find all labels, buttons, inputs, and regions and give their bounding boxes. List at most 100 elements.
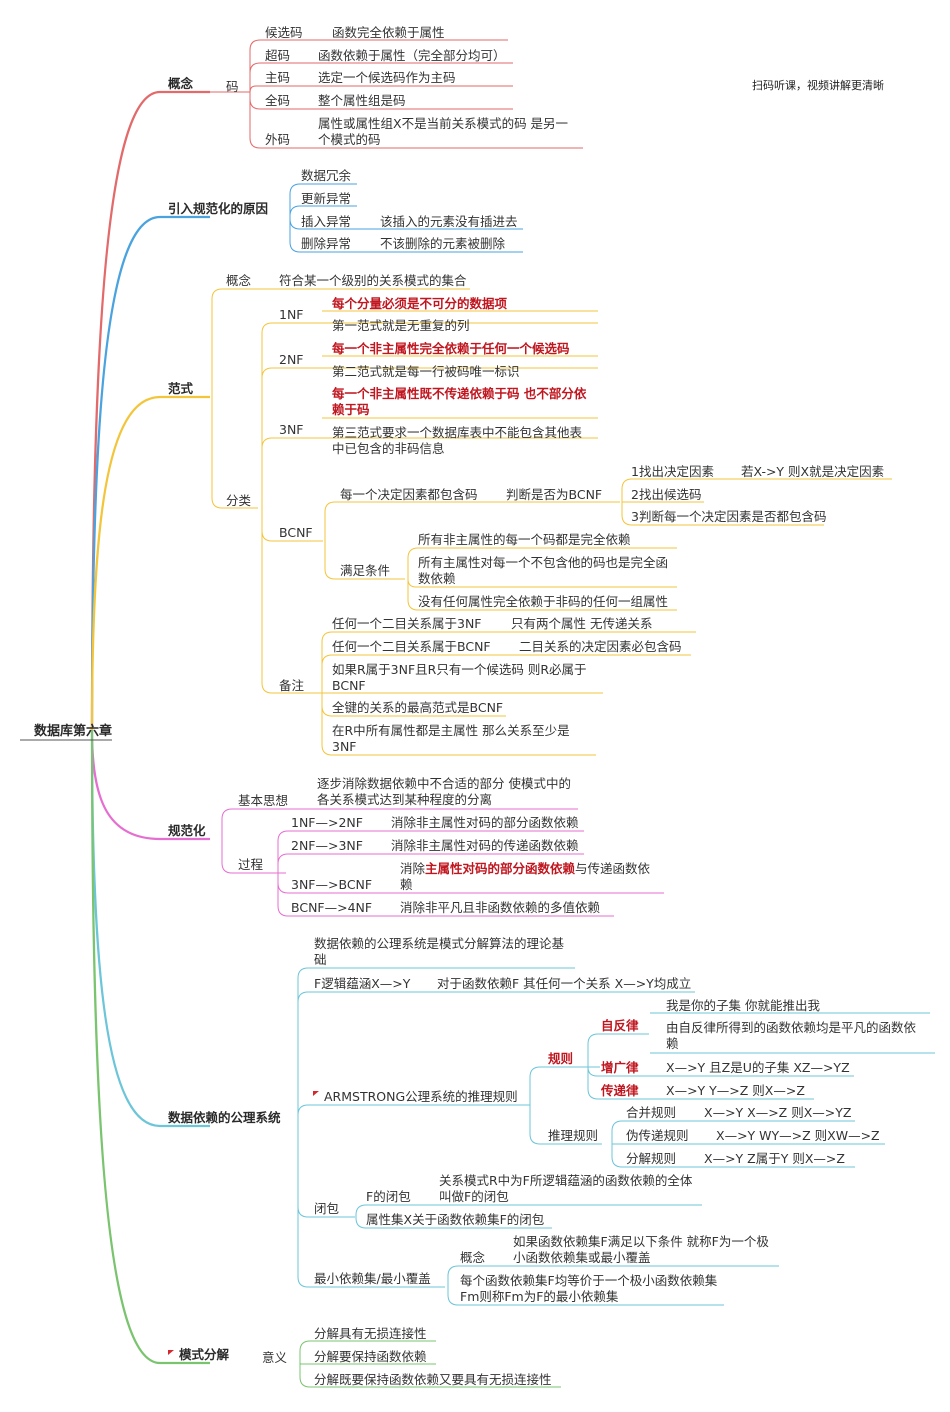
dep-minimal-cover[interactable]: 最小依赖集/最小覆盖 bbox=[314, 1271, 431, 1286]
connector-line bbox=[289, 205, 357, 217]
topic-dependency-axioms[interactable]: 数据依赖的公理系统 bbox=[168, 1110, 281, 1125]
concept-code[interactable]: 码 bbox=[226, 79, 239, 94]
connector-line bbox=[90, 395, 210, 731]
rule-union[interactable]: 合并规则 bbox=[626, 1105, 677, 1120]
topic-reason[interactable]: 引入规范化的原因 bbox=[168, 201, 269, 216]
decomp-meaning[interactable]: 意义 bbox=[262, 1350, 288, 1365]
topic-concept[interactable]: 概念 bbox=[168, 76, 194, 91]
connector-line bbox=[289, 183, 357, 217]
connector-line bbox=[611, 1144, 855, 1168]
closure-f-desc: 关系模式R中为F所逻辑蕴涵的函数依赖的全体叫做F的闭包 bbox=[439, 1173, 693, 1204]
key-super[interactable]: 超码 bbox=[265, 48, 291, 63]
bcnf-condition-3: 没有任何属性完全依赖于非码的任何一组属性 bbox=[418, 594, 669, 609]
bcnf-step1: 1找出决定因素 bbox=[631, 464, 714, 479]
connector-line bbox=[277, 853, 584, 873]
connector-line bbox=[211, 397, 258, 509]
dep-armstrong[interactable]: ARMSTRONG公理系统的推理规则 bbox=[324, 1089, 518, 1104]
connector-line bbox=[261, 508, 603, 694]
min-concept[interactable]: 概念 bbox=[460, 1250, 486, 1265]
dep-intro: 数据依赖的公理系统是模式分解算法的理论基础 bbox=[314, 936, 565, 967]
connector-line bbox=[261, 367, 598, 508]
dep-imply-desc: 对于函数依赖F 其任何一个关系 X—>Y均成立 bbox=[437, 976, 692, 991]
key-all[interactable]: 全码 bbox=[265, 93, 291, 108]
key-foreign[interactable]: 外码 bbox=[265, 132, 291, 147]
dep-inference[interactable]: 推理规则 bbox=[548, 1128, 599, 1143]
closure-x[interactable]: 属性集X关于函数依赖集F的闭包 bbox=[366, 1212, 545, 1227]
min-concept-desc: 如果函数依赖集F满足以下条件 就称F为一个极小函数依赖集或最小覆盖 bbox=[513, 1234, 769, 1265]
norm-basic[interactable]: 基本思想 bbox=[238, 793, 289, 808]
nf-2nf-note: 第二范式就是每一行被码唯一标识 bbox=[332, 364, 520, 379]
reason-delete[interactable]: 删除异常 bbox=[301, 236, 352, 251]
rule-pseudo-transitivity[interactable]: 伪传递规则 bbox=[626, 1128, 689, 1143]
rule-transitivity[interactable]: 传递律 bbox=[601, 1083, 639, 1098]
connector-line bbox=[289, 217, 523, 253]
remark-4: 全键的关系的最高范式是BCNF bbox=[332, 700, 504, 715]
nf-1nf[interactable]: 1NF bbox=[279, 307, 304, 322]
remark-3: 如果R属于3NF且R只有一个候选码 则R必属于BCNF bbox=[332, 662, 587, 693]
nf-classify[interactable]: 分类 bbox=[226, 493, 252, 508]
norm-step-1[interactable]: 1NF—>2NF bbox=[291, 815, 363, 830]
bcnf-judge[interactable]: 判断是否为BCNF bbox=[506, 487, 603, 502]
key-primary-desc: 选定一个候选码作为主码 bbox=[318, 70, 456, 85]
reason-update[interactable]: 更新异常 bbox=[301, 191, 352, 206]
key-primary[interactable]: 主码 bbox=[265, 70, 291, 85]
connector-line bbox=[299, 1363, 561, 1388]
nf-remark[interactable]: 备注 bbox=[279, 678, 305, 693]
reason-delete-desc: 不该删除的元素被删除 bbox=[380, 236, 506, 251]
flag-icon bbox=[313, 1091, 319, 1096]
nf-bcnf[interactable]: BCNF bbox=[279, 525, 313, 540]
norm-step-4[interactable]: BCNF—>4NF bbox=[291, 900, 373, 915]
connector-line bbox=[611, 1120, 855, 1144]
nf-concept[interactable]: 概念 bbox=[226, 273, 252, 288]
connector-line bbox=[587, 1033, 649, 1067]
rule-augmentation[interactable]: 增广律 bbox=[601, 1060, 639, 1075]
nf-2nf[interactable]: 2NF bbox=[279, 352, 304, 367]
min-cover-desc: 每个函数依赖集F均等价于一个极小函数依赖集Fm则称Fm为F的最小依赖集 bbox=[460, 1273, 718, 1304]
norm-step-3-desc-c: 与传递函数依 bbox=[575, 861, 651, 876]
dep-closure[interactable]: 闭包 bbox=[314, 1201, 340, 1216]
rule-reflexivity[interactable]: 自反律 bbox=[601, 1018, 639, 1033]
union-desc: X—>Y X—>Z 则X—>YZ bbox=[704, 1105, 852, 1120]
connector-line bbox=[249, 92, 583, 149]
connector-line bbox=[249, 85, 513, 93]
bcnf-definition: 每一个决定因素都包含码 bbox=[340, 487, 478, 502]
connector-line bbox=[355, 1204, 702, 1217]
reflexivity-desc-1: 我是你的子集 你就能推出我 bbox=[666, 998, 820, 1013]
reason-redundancy[interactable]: 数据冗余 bbox=[301, 168, 352, 183]
dep-imply[interactable]: F逻辑蕴涵X—>Y bbox=[314, 976, 411, 991]
norm-step-2-desc: 消除非主属性对码的传递函数依赖 bbox=[391, 838, 579, 853]
bcnf-conditions[interactable]: 满足条件 bbox=[340, 563, 391, 578]
dep-rules[interactable]: 规则 bbox=[548, 1051, 574, 1066]
connector-line bbox=[355, 1217, 552, 1229]
reflexivity-desc-2: 由自反律所得到的函数依赖均是平凡的函数依赖 bbox=[666, 1020, 917, 1051]
connector-line bbox=[587, 1067, 814, 1100]
decomp-meaning-1: 分解具有无损连接性 bbox=[314, 1326, 427, 1341]
connector-line bbox=[529, 1066, 600, 1105]
key-candidate-desc: 函数完全依赖于属性 bbox=[332, 25, 445, 40]
root-title[interactable]: 数据库第六章 bbox=[34, 724, 113, 739]
remark-5: 在R中所有属性都是主属性 那么关系至少是3NF bbox=[332, 723, 570, 754]
connector-line bbox=[324, 501, 620, 541]
topic-decomposition[interactable]: 模式分解 bbox=[179, 1347, 230, 1362]
key-candidate[interactable]: 候选码 bbox=[265, 25, 303, 40]
key-super-desc: 函数依赖于属性（完全部分均可） bbox=[318, 48, 506, 63]
topic-normalization[interactable]: 规范化 bbox=[168, 823, 206, 838]
connector-line bbox=[261, 322, 598, 508]
remark-1-note: 只有两个属性 无传递关系 bbox=[511, 616, 653, 631]
connector-line bbox=[221, 808, 314, 839]
norm-basic-desc: 逐步消除数据依赖中不合适的部分 使模式中的各关系模式达到某种程度的分离 bbox=[317, 776, 571, 807]
rule-decomposition[interactable]: 分解规则 bbox=[626, 1151, 677, 1166]
connector-line bbox=[297, 1104, 530, 1126]
topic-normal-form[interactable]: 范式 bbox=[168, 381, 194, 396]
connector-line bbox=[249, 62, 513, 92]
nf-3nf[interactable]: 3NF bbox=[279, 422, 304, 437]
norm-process[interactable]: 过程 bbox=[238, 857, 264, 872]
reason-insert[interactable]: 插入异常 bbox=[301, 214, 352, 229]
nf-1nf-note: 第一范式就是无重复的列 bbox=[332, 318, 470, 333]
nf-3nf-note: 第三范式要求一个数据库表中不能包含其他表中已包含的非码信息 bbox=[332, 425, 583, 456]
closure-f[interactable]: F的闭包 bbox=[366, 1189, 411, 1204]
connector-line bbox=[324, 541, 405, 580]
norm-step-3[interactable]: 3NF—>BCNF bbox=[291, 877, 373, 892]
norm-step-2[interactable]: 2NF—>3NF bbox=[291, 838, 363, 853]
